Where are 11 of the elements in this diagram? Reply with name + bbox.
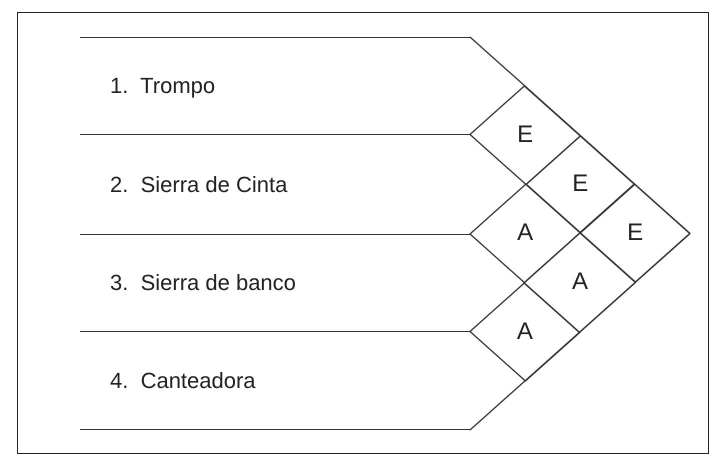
- relationship-code: E: [572, 172, 588, 196]
- relationship-code: A: [517, 221, 534, 246]
- row-band: [80, 331, 470, 430]
- relationship-code: E: [517, 122, 534, 147]
- relationship-code: A: [572, 270, 588, 294]
- row-label: 4. Canteadora: [110, 368, 256, 394]
- row-label: 3. Sierra de banco: [110, 270, 296, 296]
- relationship-code: A: [516, 320, 533, 344]
- relationship-code: E: [627, 221, 644, 245]
- row-label: 1. Trompo: [110, 73, 216, 99]
- row-label: 2. Sierra de Cinta: [110, 172, 288, 198]
